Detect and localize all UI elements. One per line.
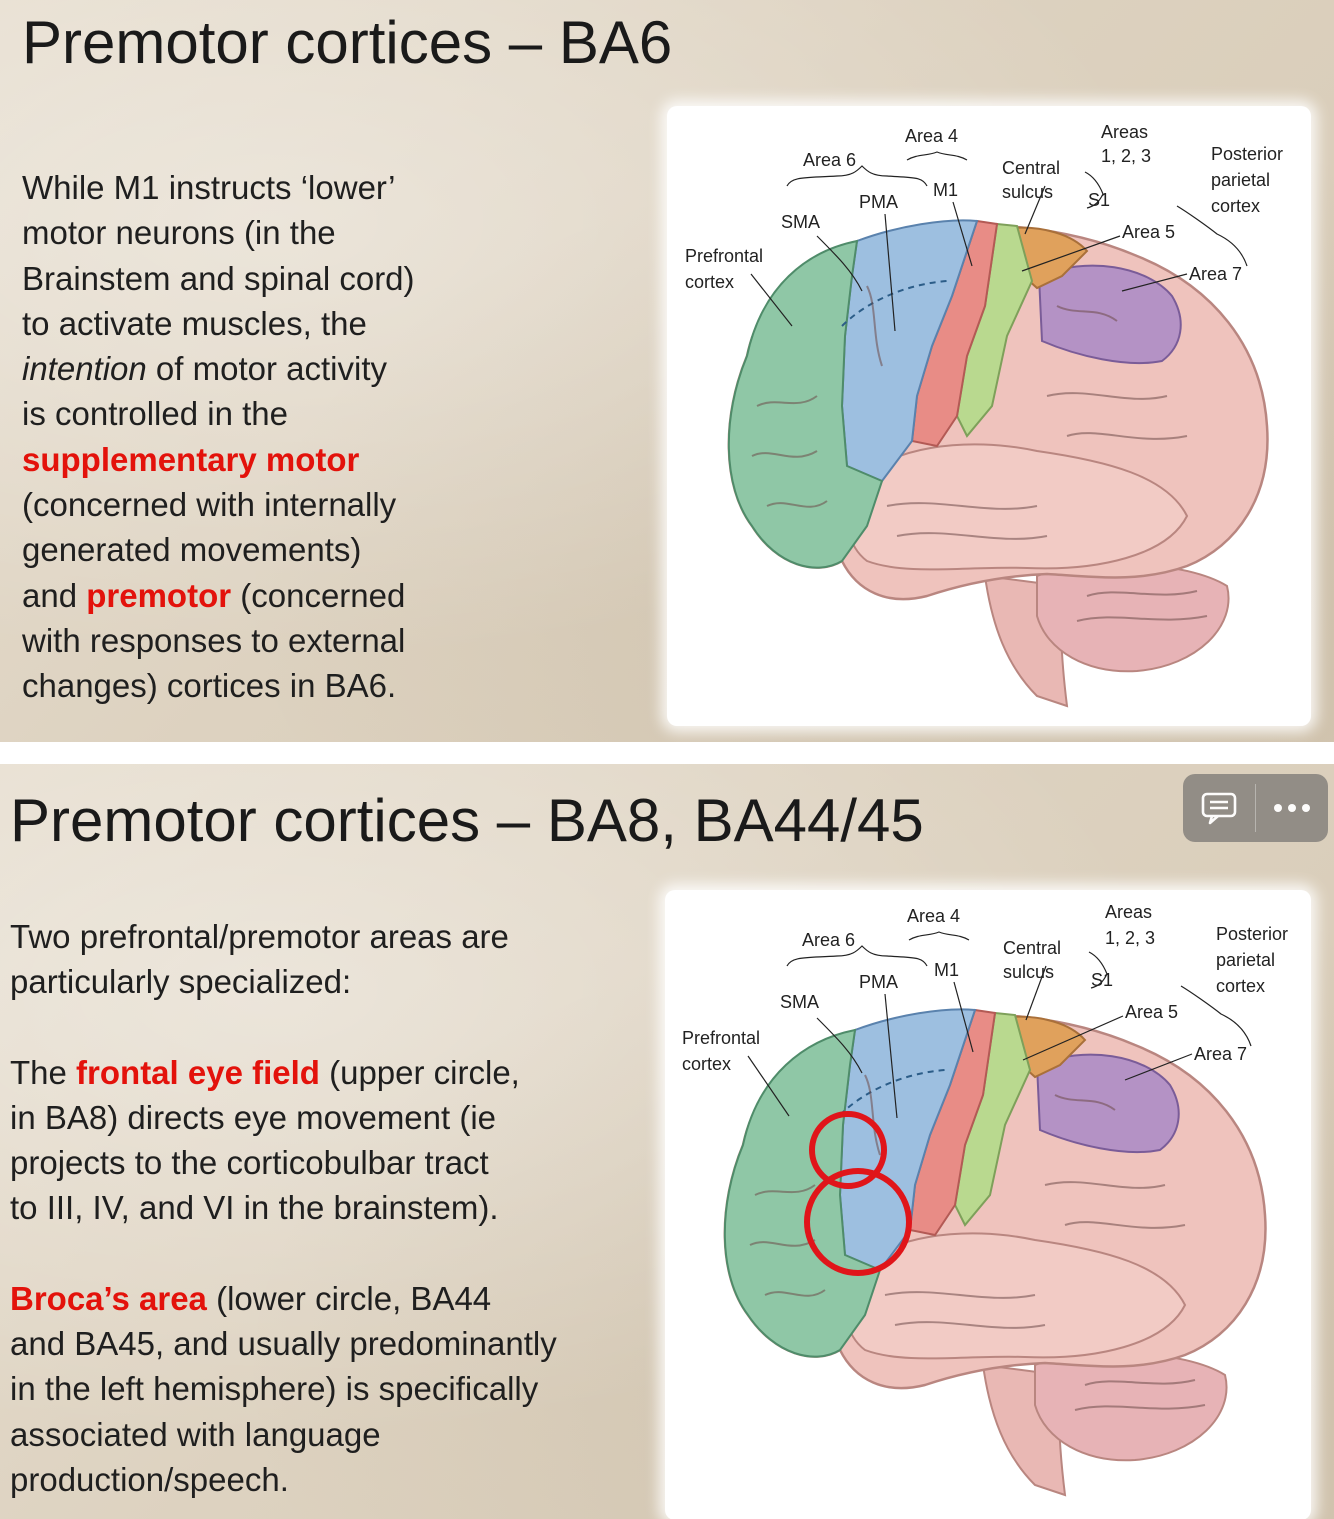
brain-figure: Area 4 Areas 1, 2, 3 Area 6 Central sulc… [667, 106, 1311, 726]
slide-divider [0, 742, 1334, 764]
paragraph-gap [10, 1005, 670, 1050]
label-s1: S1 [1091, 970, 1113, 990]
prefrontal-region [727, 239, 884, 569]
label-area5: Area 5 [1122, 222, 1175, 242]
area7-region [1037, 264, 1182, 364]
body-line: is controlled in the [22, 395, 288, 433]
body-text-span: of motor activity [146, 350, 387, 388]
label-areas: Areas [1101, 122, 1148, 142]
body-text-span: (concerned [231, 576, 406, 614]
body-line: (concerned with internally [22, 486, 397, 524]
label-posterior: Posterior [1211, 144, 1283, 164]
temporal-lobe [844, 1232, 1187, 1360]
slide-ba6: Premotor cortices – BA6 While M1 instruc… [0, 0, 1334, 742]
body-line: While M1 instructs ‘lower’ [22, 169, 396, 206]
body-line: to III, IV, and VI in the brainstem). [10, 1189, 499, 1227]
body-line: in BA8) directs eye movement (ie [10, 1098, 497, 1136]
body-line: and BA45, and usually predominantly [10, 1325, 557, 1363]
brain-figure: Area 4 Areas 1, 2, 3 Area 6 Central sulc… [665, 890, 1311, 1519]
more-options-icon [1274, 804, 1310, 812]
highlight-brocas-area: Broca’s area [10, 1279, 207, 1317]
body-line: with responses to external [22, 621, 406, 659]
label-cortex-pf: cortex [685, 272, 734, 292]
body-line: motor neurons (in the [22, 214, 336, 252]
floating-toolbar [1183, 774, 1328, 842]
label-sulcus: sulcus [1002, 182, 1053, 202]
body-text-span: and [22, 576, 87, 614]
area7-region [1035, 1053, 1180, 1153]
highlight-supplementary-motor: supplementary motor [22, 440, 360, 478]
gyri-lines [749, 1074, 1206, 1411]
body-line: to activate muscles, the [22, 304, 367, 342]
highlight-frontal-eye-field: frontal eye field [76, 1053, 320, 1091]
label-pma: PMA [859, 192, 898, 212]
brocas-area-circle [804, 1168, 912, 1276]
comment-icon [1201, 792, 1237, 825]
label-area6: Area 6 [803, 150, 856, 170]
label-area7: Area 7 [1194, 1044, 1247, 1064]
label-sma: SMA [781, 212, 820, 232]
label-parietal: parietal [1216, 950, 1275, 970]
body-line: and premotor (concerned [22, 573, 642, 618]
body-line: changes) cortices in BA6. [22, 667, 397, 705]
highlight-premotor: premotor [86, 576, 232, 614]
brain-diagram: Area 4 Areas 1, 2, 3 Area 6 Central sulc… [682, 902, 1288, 1497]
toolbar-separator [1255, 784, 1256, 832]
label-cortex-pf: cortex [682, 1054, 731, 1074]
label-m1: M1 [933, 180, 958, 200]
body-line: intention of motor activity [22, 346, 642, 391]
label-area4: Area 4 [907, 906, 960, 926]
brain-diagram: Area 4 Areas 1, 2, 3 Area 6 Central sulc… [685, 122, 1283, 708]
label-pma: PMA [859, 972, 898, 992]
slide-title: Premotor cortices – BA6 [22, 9, 673, 76]
label-cortex-ppc: cortex [1216, 976, 1265, 996]
paragraph-gap [10, 1231, 670, 1276]
body-line: supplementary motor [22, 437, 642, 482]
more-options-button[interactable] [1256, 774, 1328, 842]
label-area6: Area 6 [802, 930, 855, 950]
label-areas: Areas [1105, 902, 1152, 922]
body-line: Broca’s area (lower circle, BA44 [10, 1276, 670, 1321]
dashed-boundary [839, 1069, 946, 1116]
body-line: projects to the corticobulbar tract [10, 1144, 489, 1182]
comment-button[interactable] [1183, 774, 1255, 842]
label-central: Central [1003, 938, 1061, 958]
body-text-span: The [10, 1053, 77, 1091]
label-posterior: Posterior [1216, 924, 1288, 944]
label-parietal: parietal [1211, 170, 1270, 190]
emphasis-intention: intention [22, 350, 147, 388]
body-line: Brainstem and spinal cord) [22, 259, 415, 297]
leader-lines [747, 931, 1252, 1119]
slide-body-text: While M1 instructs ‘lower’ motor neurons… [22, 165, 642, 709]
label-sulcus: sulcus [1003, 962, 1054, 982]
body-line: generated movements) [22, 531, 362, 569]
body-line: Two prefrontal/premotor areas are [10, 918, 509, 955]
body-line: production/speech. [10, 1460, 289, 1498]
label-cortex-ppc: cortex [1211, 196, 1260, 216]
label-area5: Area 5 [1125, 1002, 1178, 1022]
label-m1: M1 [934, 960, 959, 980]
label-prefrontal: Prefrontal [685, 246, 763, 266]
label-areas-nums: 1, 2, 3 [1105, 928, 1155, 948]
body-text-span: (upper circle, [319, 1053, 520, 1091]
body-line: The frontal eye field (upper circle, [10, 1050, 670, 1095]
body-line: associated with language [10, 1415, 381, 1453]
body-text-span: (lower circle, BA44 [206, 1279, 492, 1317]
label-area7: Area 7 [1189, 264, 1242, 284]
label-area4: Area 4 [905, 126, 958, 146]
temporal-lobe [846, 443, 1189, 571]
frontal-eye-field-circle [809, 1111, 887, 1189]
slide-title: Premotor cortices – BA8, BA44/45 [10, 787, 924, 854]
label-central: Central [1002, 158, 1060, 178]
body-line: particularly specialized: [10, 963, 352, 1001]
dashed-boundary [841, 280, 948, 327]
body-line: in the left hemisphere) is specifically [10, 1370, 539, 1408]
label-areas-nums: 1, 2, 3 [1101, 146, 1151, 166]
leader-lines [750, 151, 1248, 332]
gyri-lines [751, 285, 1208, 622]
label-prefrontal: Prefrontal [682, 1028, 760, 1048]
slide-body-text: Two prefrontal/premotor areas are partic… [10, 914, 670, 1502]
label-sma: SMA [780, 992, 819, 1012]
slide-ba8-ba44-45: Premotor cortices – BA8, BA44/45 Two pre… [0, 764, 1334, 1519]
